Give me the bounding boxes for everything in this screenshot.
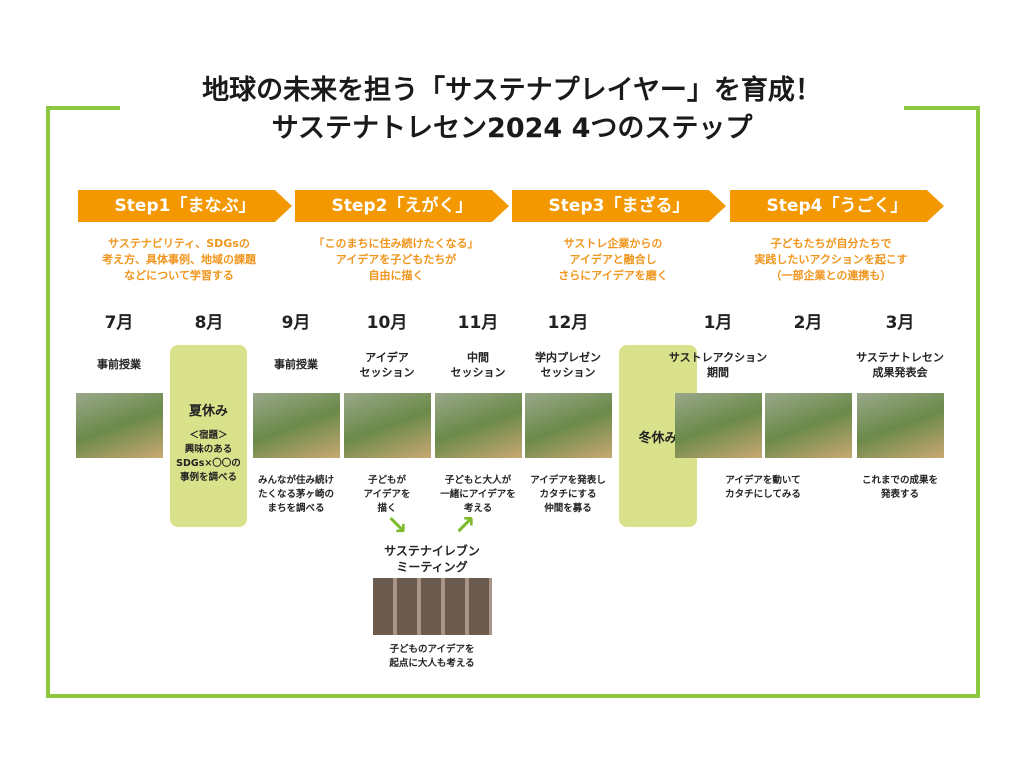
summer-line: SDGs×〇〇の — [176, 458, 241, 469]
event-caption-line: 考える — [463, 503, 493, 514]
step-1-description: サステナビリティ、SDGsの考え方、具体事例、地域の課題などについて学習する — [72, 236, 286, 284]
event-caption: 子どもと大人が一緒にアイデアを考える — [428, 474, 528, 516]
event-title-line: サストレアクション — [668, 351, 768, 364]
summer-title: 夏休み — [188, 404, 228, 419]
summer-line: ＜宿題＞ — [189, 430, 228, 441]
description-line: アイデアと融合し — [569, 253, 657, 266]
step-2-banner: Step2「えがく」 — [295, 190, 509, 222]
meeting-title-line: サステナイレブン — [384, 544, 480, 558]
month-label: 2月 — [793, 313, 823, 333]
event-caption-line: みんなが住み続け — [257, 475, 334, 486]
arrow-down-right-icon: ↘ — [386, 511, 408, 541]
event-caption-line: 一緒にアイデアを — [440, 489, 516, 500]
meeting-caption-line: 子どものアイデアを — [389, 644, 475, 655]
event-title-line: セッション — [540, 366, 596, 379]
summer-line: 興味のある — [184, 444, 233, 455]
event-title-line: 中間 — [467, 351, 489, 364]
event-caption: みんなが住み続けたくなる茅ヶ崎のまちを調べる — [246, 474, 346, 516]
event-title: サステナトレセン成果発表会 — [850, 350, 950, 380]
event-title-line: 期間 — [707, 366, 729, 379]
meeting-photo — [373, 578, 492, 635]
month-label: 8月 — [194, 313, 224, 333]
event-caption-line: 発表する — [880, 489, 919, 500]
step-3-banner: Step3「まざる」 — [512, 190, 726, 222]
month-label: 11月 — [457, 313, 499, 333]
month-label: 7月 — [104, 313, 134, 333]
description-line: 実践したいアクションを起こす — [754, 253, 908, 266]
event-title-line: 事前授業 — [274, 358, 318, 371]
event-photo — [76, 393, 163, 458]
event-title: 中間セッション — [428, 350, 528, 380]
event-caption: これまでの成果を発表する — [850, 474, 950, 502]
step-4-description: 子どもたちが自分たちで実践したいアクションを起こす （一部企業との連携も） — [724, 236, 938, 284]
event-title-line: アイデア — [365, 351, 409, 364]
summer-break-box: 夏休み ＜宿題＞ 興味のある SDGs×〇〇の 事例を調べる — [170, 345, 247, 527]
month-label: 3月 — [885, 313, 915, 333]
event-caption-line: アイデアを動いて — [725, 475, 801, 486]
month-label: 9月 — [281, 313, 311, 333]
event-caption-line: 描く — [377, 503, 397, 514]
event-title-line: サステナトレセン — [856, 351, 944, 364]
event-caption-line: アイデアを発表し — [530, 475, 606, 486]
event-title: 学内プレゼンセッション — [518, 350, 618, 380]
step-3-description: サストレ企業からのアイデアと融合しさらにアイデアを磨く — [506, 236, 720, 284]
meeting-title: サステナイレブン ミーティング — [362, 543, 502, 575]
description-line: などについて学習する — [124, 269, 234, 282]
event-caption-line: カタチにしてみる — [725, 489, 801, 500]
event-caption: アイデアを動いてカタチにしてみる — [713, 474, 813, 502]
month-label: 1月 — [703, 313, 733, 333]
event-title: 事前授業 — [246, 357, 346, 372]
event-caption: アイデアを発表しカタチにする仲間を募る — [518, 474, 618, 516]
title-line-2: サステナトレセン2024 4つのステップ — [271, 113, 753, 144]
event-photo — [253, 393, 340, 458]
event-caption-line: まちを調べる — [267, 503, 325, 514]
event-photo — [435, 393, 522, 458]
meeting-caption: 子どものアイデアを 起点に大人も考える — [362, 643, 502, 671]
event-caption-line: たくなる茅ヶ崎の — [257, 489, 334, 500]
description-line: サステナビリティ、SDGsの — [108, 237, 250, 250]
step-1-banner: Step1「まなぶ」 — [78, 190, 292, 222]
event-caption: 子どもがアイデアを描く — [337, 474, 437, 516]
event-photo — [344, 393, 431, 458]
event-title-line: セッション — [450, 366, 506, 379]
event-caption-line: 子どもと大人が — [444, 475, 512, 486]
event-photo — [675, 393, 762, 458]
event-caption-line: アイデアを — [363, 489, 411, 500]
event-photo — [525, 393, 612, 458]
description-line: 子どもたちが自分たちで — [770, 237, 892, 250]
summer-line: 事例を調べる — [179, 472, 237, 483]
event-photo — [765, 393, 852, 458]
event-caption-line: 子どもが — [367, 475, 406, 486]
event-title-line: セッション — [359, 366, 415, 379]
arrow-up-right-icon: ↗ — [454, 511, 476, 541]
description-line: さらにアイデアを磨く — [558, 269, 668, 282]
description-line: （一部企業との連携も） — [770, 269, 892, 282]
description-line: アイデアを子どもたちが — [335, 253, 457, 266]
step-2-description: 「このまちに住み続けたくなる」アイデアを子どもたちが自由に描く — [289, 236, 503, 284]
description-line: 考え方、具体事例、地域の課題 — [102, 253, 256, 266]
description-line: サストレ企業からの — [563, 237, 663, 250]
month-label: 12月 — [547, 313, 589, 333]
event-title-line: 成果発表会 — [872, 366, 928, 379]
event-caption-line: これまでの成果を — [861, 475, 938, 486]
event-title-line: 学内プレゼン — [535, 351, 601, 364]
event-caption-line: カタチにする — [539, 489, 597, 500]
step-4-banner: Step4「うごく」 — [730, 190, 944, 222]
event-title: サストレアクション期間 — [653, 350, 783, 380]
event-title: アイデアセッション — [337, 350, 437, 380]
meeting-caption-line: 起点に大人も考える — [389, 658, 475, 669]
meeting-title-line: ミーティング — [396, 560, 468, 574]
winter-title: 冬休み — [638, 431, 678, 446]
event-title-line: 事前授業 — [97, 358, 141, 371]
title-line-1: 地球の未来を担う「サステナプレイヤー」を育成！ — [202, 75, 822, 106]
event-caption-line: 仲間を募る — [544, 503, 592, 514]
month-label: 10月 — [366, 313, 408, 333]
event-photo — [857, 393, 944, 458]
description-line: 「このまちに住み続けたくなる」 — [313, 237, 479, 250]
description-line: 自由に描く — [368, 269, 424, 282]
event-title: 事前授業 — [69, 357, 169, 372]
page-title: 地球の未来を担う「サステナプレイヤー」を育成！ サステナトレセン2024 4つの… — [120, 72, 904, 148]
